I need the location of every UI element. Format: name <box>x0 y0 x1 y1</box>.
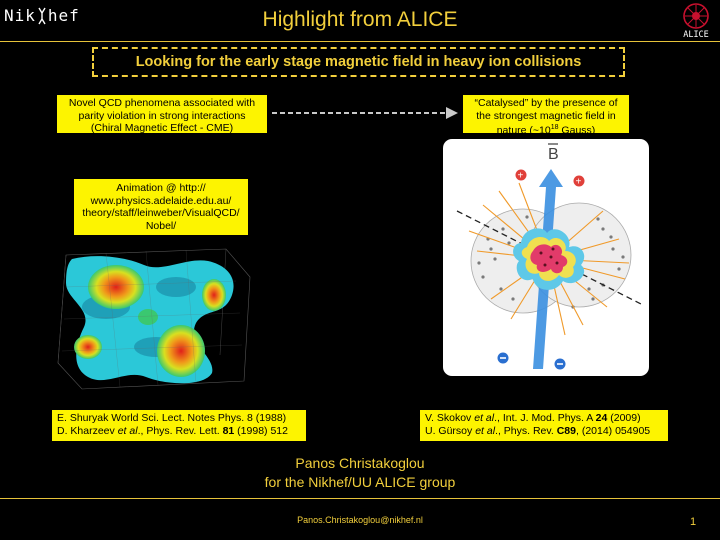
alice-logo: ALICE <box>675 2 717 42</box>
field-line-1: “Catalysed” by the presence of <box>474 97 618 109</box>
animation-link-box[interactable]: Animation @ http:// www.physics.adelaide… <box>74 179 248 235</box>
qcd-vacuum-cube-image <box>57 248 251 390</box>
author-name: Panos Christakoglou <box>295 455 425 471</box>
field-line-3-post: Gauss) <box>558 124 596 137</box>
cme-line-3: (Chiral Magnetic Effect - CME) <box>90 122 234 134</box>
logo-text-nik: Nik <box>4 6 36 25</box>
author-affiliation: for the Nikhef/UU ALICE group <box>264 474 456 490</box>
ref-skokov-b: et al <box>474 412 495 424</box>
page-number: 1 <box>690 516 697 528</box>
footer-divider <box>0 498 720 499</box>
subtitle-banner: Looking for the early stage magnetic fie… <box>92 47 625 77</box>
logo-bracket-icon <box>37 7 47 25</box>
positive-charge-icon: + + <box>515 169 585 188</box>
anim-line-4[interactable]: Nobel/ <box>145 219 177 232</box>
cme-description-box: Novel QCD phenomena associated with pari… <box>57 95 267 134</box>
ref-shuryak: E. Shuryak World Sci. Lect. Notes Phys. … <box>57 412 287 424</box>
alice-logo-text: ALICE <box>683 30 709 40</box>
ref-skokov-a: V. Skokov <box>425 412 475 424</box>
magnetic-field-collision-icon: B <box>456 143 644 370</box>
ref-kharzeev-d: 81 <box>222 424 235 437</box>
ref-kharzeev-e: (1998) 512 <box>234 424 288 437</box>
cme-line-2: parity violation in strong interactions <box>78 109 246 122</box>
field-exponent: 18 <box>550 124 559 131</box>
ref-kharzeev-b: et al <box>117 424 138 437</box>
svg-text:+: + <box>518 171 524 182</box>
ref-kharzeev: D. Kharzeev et al., Phys. Rev. Lett. 81 … <box>57 425 302 438</box>
ref-skokov-c: ., Int. J. Mod. Phys. A <box>494 412 596 424</box>
collision-figure-panel: B <box>443 139 649 376</box>
author-email[interactable]: Panos.Christakoglou@nikhef.nl <box>297 515 423 525</box>
ref-gursoy-e: , (2014) 054905 <box>575 424 651 437</box>
dashed-arrow-icon <box>272 107 458 119</box>
ref-skokov-d: 24 <box>595 412 608 424</box>
field-label: B <box>548 146 559 163</box>
logo-text-hef: hef <box>47 6 80 25</box>
alice-logo-icon <box>683 3 709 29</box>
header-divider <box>0 41 720 42</box>
cme-line-1: Novel QCD phenomena associated with <box>68 97 256 109</box>
ref-skokov: V. Skokov et al., Int. J. Mod. Phys. A 2… <box>425 412 664 425</box>
ref-gursoy-d: C89 <box>556 424 576 437</box>
field-line-2: the strongest magnetic field in <box>476 109 616 122</box>
ref-kharzeev-c: ., Phys. Rev. Lett. <box>137 424 223 437</box>
anim-line-2[interactable]: www.physics.adelaide.edu.au/ <box>90 194 232 207</box>
anim-line-1[interactable]: Animation @ http:// <box>116 182 206 194</box>
anim-line-3[interactable]: theory/staff/leinweber/VisualQCD/ <box>82 207 240 219</box>
ref-kharzeev-a: D. Kharzeev <box>57 424 118 437</box>
page-title: Highlight from ALICE <box>262 8 458 31</box>
reference-box-left: E. Shuryak World Sci. Lect. Notes Phys. … <box>52 410 306 441</box>
nikhef-logo: Nik hef <box>4 6 80 25</box>
ref-skokov-e: (2009) <box>607 412 641 424</box>
ref-gursoy-a: U. Gürsoy <box>425 424 476 437</box>
subtitle-text: Looking for the early stage magnetic fie… <box>135 54 582 70</box>
ref-gursoy: U. Gürsoy et al., Phys. Rev. C89, (2014)… <box>425 425 664 438</box>
magnetic-field-box: “Catalysed” by the presence of the stron… <box>463 95 629 137</box>
ref-gursoy-b: et al <box>475 424 496 437</box>
field-line-3-pre: nature (~10 <box>496 124 551 137</box>
reference-box-right: V. Skokov et al., Int. J. Mod. Phys. A 2… <box>420 410 668 441</box>
field-line-3: nature (~1018 Gauss) <box>467 122 625 137</box>
svg-text:+: + <box>576 177 582 188</box>
ref-gursoy-c: ., Phys. Rev. <box>495 424 557 437</box>
author-block: Panos Christakoglou for the Nikhef/UU AL… <box>0 454 720 492</box>
negative-charge-icon <box>497 352 566 370</box>
